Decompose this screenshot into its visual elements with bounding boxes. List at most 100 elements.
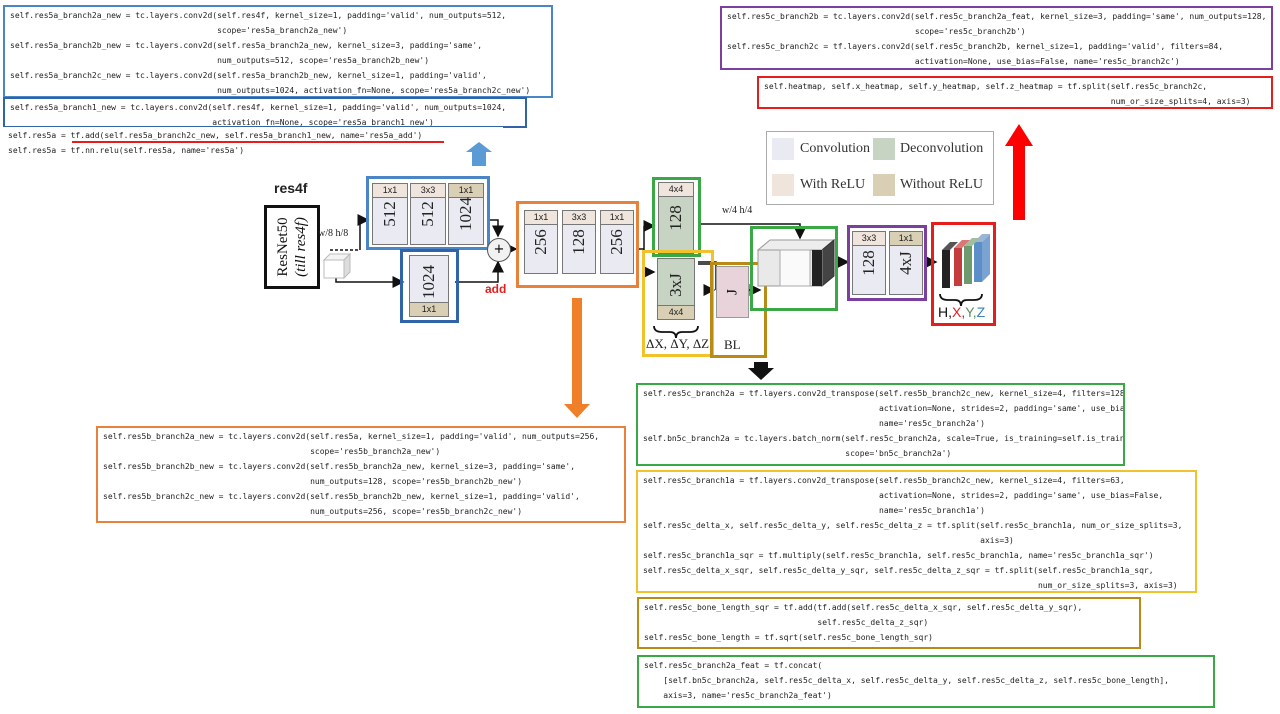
block-final-convs <box>847 225 927 301</box>
add-label: add <box>485 282 507 296</box>
output-x: X, <box>952 304 966 320</box>
code-line: self.res5b_branch2a_new = tc.layers.conv… <box>103 432 600 441</box>
code-line: self.res5c_branch2a_feat = tf.concat( <box>644 661 823 670</box>
code-res5c-branch2bc: self.res5c_branch2b = tc.layers.conv2d(s… <box>720 6 1273 70</box>
code-line: num_outputs=128, scope='res5b_branch2b_n… <box>103 477 523 486</box>
code-line: self.res5c_bone_length_sqr = tf.add(tf.a… <box>644 603 1083 612</box>
code-line: self.res5b_branch2c_new = tc.layers.conv… <box>103 492 580 501</box>
code-line: [self.bn5c_branch2a, self.res5c_delta_x,… <box>644 676 1169 685</box>
code-line: activation_fn=None, scope='res5a_branch1… <box>10 118 434 127</box>
code-line: scope='res5a_branch2a_new') <box>10 26 348 35</box>
delta-label: ΔX, ΔY, ΔZ <box>646 336 710 351</box>
code-line: axis=3) <box>643 536 1014 545</box>
legend-swatch-deconvolution <box>873 138 895 160</box>
code-line: self.res5c_delta_x, self.res5c_delta_y, … <box>643 521 1183 530</box>
block-res5b <box>516 201 639 288</box>
output-y: Y, <box>965 304 977 320</box>
code-line: activation=None, strides=2, padding='sam… <box>643 491 1164 500</box>
code-line: num_outputs=512, scope='res5a_branch2b_n… <box>10 56 430 65</box>
legend-swatch-convolution <box>772 138 794 160</box>
black-down-arrow <box>748 362 774 380</box>
code-line: axis=3, name='res5c_branch2a_feat') <box>644 691 832 700</box>
add-underline <box>72 141 444 143</box>
scale-w8-label: w/8 h/8 <box>318 228 349 239</box>
code-res5a-add: self.res5a = tf.add(self.res5a_branch2c_… <box>3 127 503 159</box>
blue-up-arrow <box>466 142 492 166</box>
code-line: activation=None, strides=2, padding='sam… <box>643 404 1125 413</box>
block-res5a-branch1 <box>400 249 459 323</box>
deconv-5c-1a: 3xJ 4x4 <box>657 258 695 320</box>
code-res5c-branch1a: self.res5c_branch1a = tf.layers.conv2d_t… <box>636 470 1197 593</box>
resnet-sublabel: (till res4f) <box>293 217 309 277</box>
code-line: self.res5a_branch2a_new = tc.layers.conv… <box>10 11 507 20</box>
code-res5a-branch2: self.res5a_branch2a_new = tc.layers.conv… <box>3 5 553 98</box>
add-node: + <box>487 238 511 262</box>
output-h: H, <box>938 304 952 320</box>
block-concat <box>750 226 838 311</box>
code-line: self.res5c_bone_length = tf.sqrt(self.re… <box>644 633 933 642</box>
code-res5b: self.res5b_branch2a_new = tc.layers.conv… <box>96 426 626 523</box>
bl-caption: BL <box>724 337 741 352</box>
concat-feature-cube <box>756 238 836 288</box>
bone-length-map: J <box>716 266 749 318</box>
conv-5a-1: 1024 1x1 <box>409 255 449 317</box>
legend-convolution: Convolution <box>800 141 871 156</box>
code-line: self.res5a = tf.nn.relu(self.res5a, name… <box>8 146 245 155</box>
code-line: self.res5c_delta_x_sqr, self.res5c_delta… <box>643 566 1154 575</box>
block-deconv-2a <box>652 177 701 257</box>
resnet-label: ResNet50 <box>275 217 291 277</box>
legend-with-relu: With ReLU <box>800 177 866 192</box>
code-line: self.res5a = tf.add(self.res5a_branch2c_… <box>8 131 423 140</box>
code-line: self.res5c_branch2b = tc.layers.conv2d(s… <box>727 12 1267 21</box>
code-line: self.heatmap, self.x_heatmap, self.y_hea… <box>764 82 1208 91</box>
output-heatmaps <box>942 234 990 288</box>
code-line: self.res5c_branch1a_sqr = tf.multiply(se… <box>643 551 1154 560</box>
red-up-arrow <box>1005 124 1033 220</box>
feature-cube-small <box>322 252 352 280</box>
code-line: num_outputs=256, scope='res5b_branch2c_n… <box>103 507 523 516</box>
code-line: self.res5a_branch1_new = tc.layers.conv2… <box>10 103 507 112</box>
code-line: activation=None, use_bias=False, name='r… <box>727 57 1180 66</box>
legend-deconvolution: Deconvolution <box>900 141 984 156</box>
scale-w4-label: w/4 h/4 <box>722 205 753 216</box>
code-line: num_or_size_splits=3, axis=3) <box>643 581 1178 590</box>
code-line: self.res5b_branch2b_new = tc.layers.conv… <box>103 462 576 471</box>
code-res5a-branch1: self.res5a_branch1_new = tc.layers.conv2… <box>3 97 527 128</box>
legend-swatch-with-relu <box>772 174 794 196</box>
resnet-block: ResNet50 (till res4f) <box>264 205 320 289</box>
code-line: num_or_size_splits=4, axis=3) <box>764 97 1251 106</box>
output-z: Z <box>976 304 986 320</box>
block-res5a-branch2 <box>366 176 490 250</box>
code-bone-length: self.res5c_bone_length_sqr = tf.add(tf.a… <box>637 597 1141 649</box>
legend-swatch-without-relu <box>873 174 895 196</box>
code-line: self.res5a_branch2b_new = tc.layers.conv… <box>10 41 483 50</box>
code-res5c-branch2a: self.res5c_branch2a = tf.layers.conv2d_t… <box>636 383 1125 466</box>
code-line: scope='res5b_branch2a_new') <box>103 447 441 456</box>
output-label: H,X,Y,Z <box>938 304 985 320</box>
code-heatmap-split: self.heatmap, self.x_heatmap, self.y_hea… <box>757 76 1273 109</box>
code-line: self.bn5c_branch2a = tc.layers.batch_nor… <box>643 434 1125 443</box>
code-concat: self.res5c_branch2a_feat = tf.concat( [s… <box>637 655 1215 708</box>
code-line: self.res5c_branch2c = tf.layers.conv2d(s… <box>727 42 1224 51</box>
code-line: num_outputs=1024, activation_fn=None, sc… <box>10 86 531 95</box>
code-line: self.res5a_branch2c_new = tc.layers.conv… <box>10 71 487 80</box>
code-line: self.res5c_branch1a = tf.layers.conv2d_t… <box>643 476 1125 485</box>
code-line: self.res5c_branch2a = tf.layers.conv2d_t… <box>643 389 1125 398</box>
legend-without-relu: Without ReLU <box>900 177 984 192</box>
code-line: name='res5c_branch1a') <box>643 506 985 515</box>
code-line: self.res5c_delta_z_sqr) <box>644 618 929 627</box>
orange-down-arrow <box>564 298 590 418</box>
res4f-label: res4f <box>274 180 308 196</box>
code-line: scope='res5c_branch2b') <box>727 27 1026 36</box>
code-line: scope='bn5c_branch2a') <box>643 449 952 458</box>
